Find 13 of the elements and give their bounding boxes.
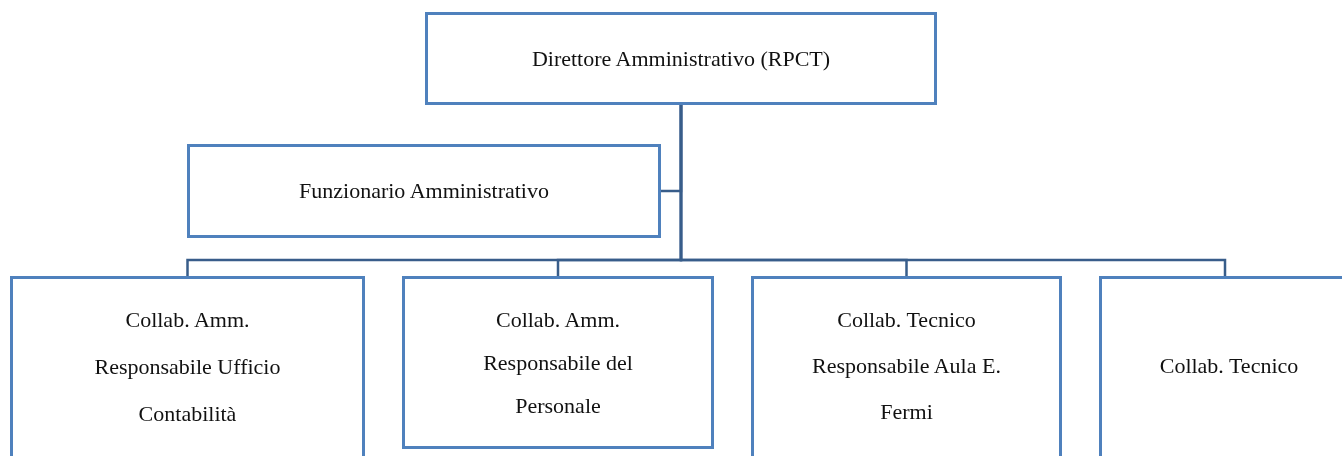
role-title: Funzionario Amministrativo xyxy=(299,177,549,205)
org-box xyxy=(751,276,1062,456)
org-box xyxy=(187,144,661,238)
org-box xyxy=(425,12,937,105)
org-box xyxy=(402,276,714,449)
org-box xyxy=(10,276,365,456)
role-title: Collab. Tecnico xyxy=(1159,352,1299,380)
role-title: Collab. Amm. Responsabile del Personale xyxy=(483,306,633,420)
role-title: Collab. Amm. Responsabile Ufficio Contabilità xyxy=(93,305,282,428)
connector-line xyxy=(679,104,1227,277)
org-box xyxy=(1099,276,1342,456)
role-title: Direttore Amministrativo (RPCT) xyxy=(531,44,831,73)
role-title: Collab. Tecnico Responsabile Aula E. Fermi xyxy=(811,306,1002,426)
